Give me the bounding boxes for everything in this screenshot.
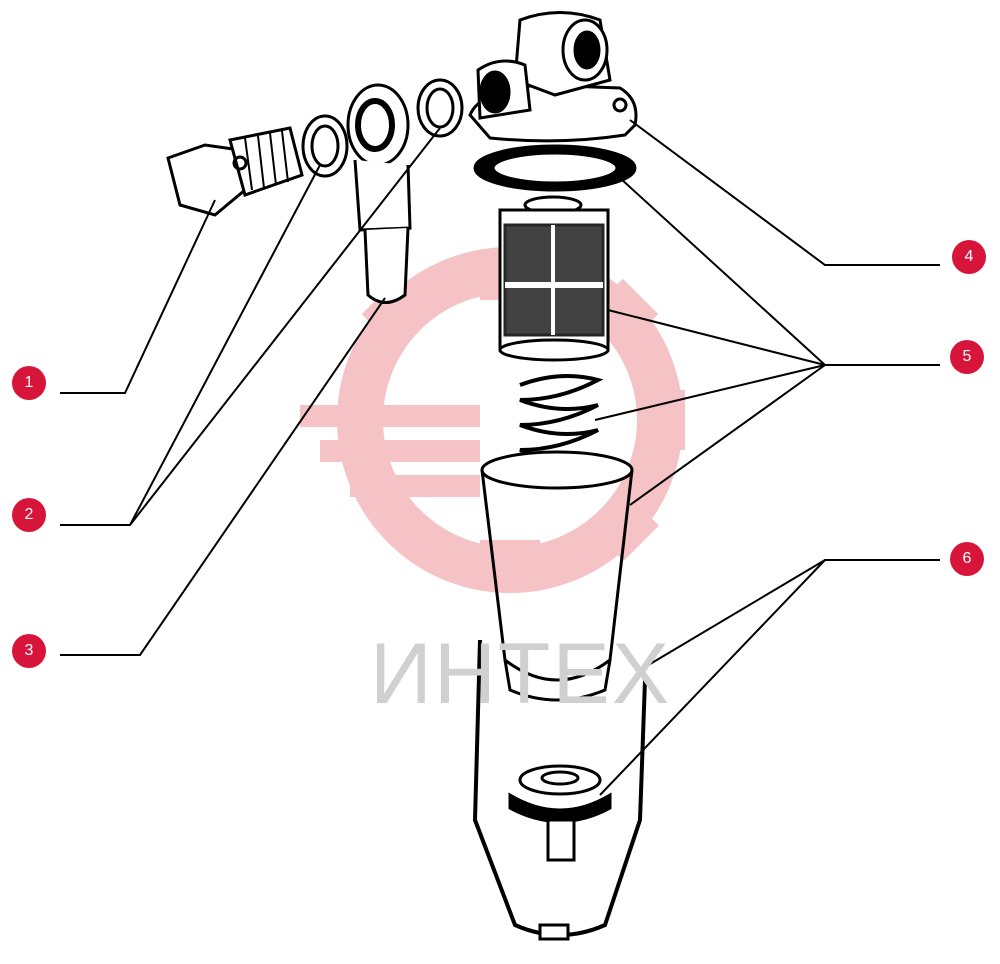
- callout-2: 2: [12, 498, 46, 532]
- callout-3: 3: [12, 634, 46, 668]
- filter-bowl: [480, 450, 634, 702]
- callout-5: 5: [950, 340, 984, 374]
- leader-lines: [60, 119, 940, 796]
- banjo-bolt: [166, 126, 304, 217]
- filter-element: [498, 195, 610, 362]
- callout-1: 1: [12, 366, 46, 400]
- filter-gasket: [473, 144, 637, 192]
- filter-head: [468, 11, 638, 143]
- sealing-washers: [301, 78, 464, 178]
- bowl-retaining-bail: [472, 639, 647, 941]
- banjo-fitting: [346, 83, 412, 304]
- callout-6: 6: [950, 542, 984, 576]
- drain-nut: [508, 764, 612, 862]
- gear-logo-watermark: [300, 247, 685, 593]
- callout-4: 4: [952, 240, 986, 274]
- watermark-text: ИНТЕХ: [370, 626, 672, 722]
